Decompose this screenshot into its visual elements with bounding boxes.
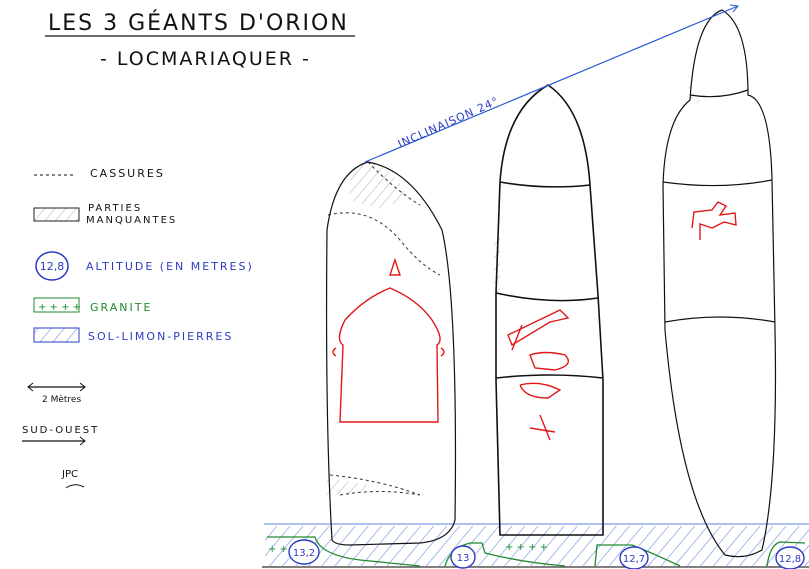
engraving-ears [332, 347, 445, 357]
menhir-1 [325, 161, 457, 546]
engraving-axe-3 [691, 201, 737, 240]
granite-plus: + + + + [505, 542, 548, 553]
author-flourish [65, 484, 85, 489]
legend-direction: SUD-OUEST [22, 425, 99, 436]
legend-missing-swatch [33, 207, 80, 222]
altitude-circle [619, 546, 649, 569]
legend-granite: GRANITE [90, 301, 152, 314]
altitude-1: 13,2 [293, 548, 315, 559]
altitude-circle [775, 546, 805, 569]
legend-altitude-circle [35, 251, 69, 281]
altitude-markers: 13,2 13 12,7 12,8 [288, 539, 805, 569]
missing-top-1 [350, 161, 405, 210]
altitude-3: 12,7 [623, 554, 645, 565]
legend-sol: SOL-LIMON-PIERRES [88, 330, 233, 343]
subtitle: - LOCMARIAQUER - [100, 48, 311, 70]
menhir-2 [494, 84, 604, 536]
inclination-label: INCLINAISON 24° [396, 94, 501, 150]
joints-2 [495, 181, 604, 379]
legend-author: JPC [61, 469, 78, 480]
altitude-2: 13 [457, 553, 470, 564]
joints-3 [662, 89, 776, 323]
soil-hatch [265, 526, 809, 566]
legend-cassures: CASSURES [90, 167, 165, 180]
legend-granite-swatch [33, 297, 80, 313]
ground: + + + + + + + [262, 523, 809, 568]
crack-1 [327, 161, 441, 496]
direction-arrowhead [79, 436, 86, 446]
legend-sol-swatch [33, 327, 80, 343]
legend-scale: 2 Mètres [42, 394, 81, 405]
title: LES 3 GÉANTS D'ORION [48, 10, 349, 36]
altitude-circle [450, 545, 476, 569]
missing-bottom-1 [327, 478, 372, 495]
legend-granite-plus: + + + + [38, 302, 81, 313]
stone-outline-3 [662, 9, 777, 558]
engraving-triangle [389, 257, 401, 276]
altitude-circle [288, 539, 320, 565]
legend-parties-1: PARTIES [88, 203, 142, 214]
granite-line [267, 536, 806, 567]
scale-arrowheads [27, 382, 86, 392]
legend-altitude-sample: 12,8 [40, 260, 65, 273]
engraving-shield [338, 287, 441, 423]
stone-outline-1 [325, 161, 457, 546]
menhir-3 [662, 9, 777, 558]
stone-outline-2 [495, 84, 604, 536]
inclination-arrowhead [729, 4, 739, 13]
engraving-axe-2 [507, 309, 570, 441]
altitude-4: 12,8 [779, 554, 801, 565]
inclination-line [364, 5, 739, 163]
legend-parties-2: MANQUANTES [86, 215, 177, 226]
legend: CASSURES PARTIES MANQUANTES 12,8 ALTITUD… [22, 167, 254, 489]
legend-altitude: ALTITUDE (EN METRES) [86, 260, 254, 273]
granite-plus: + + + [268, 544, 300, 555]
